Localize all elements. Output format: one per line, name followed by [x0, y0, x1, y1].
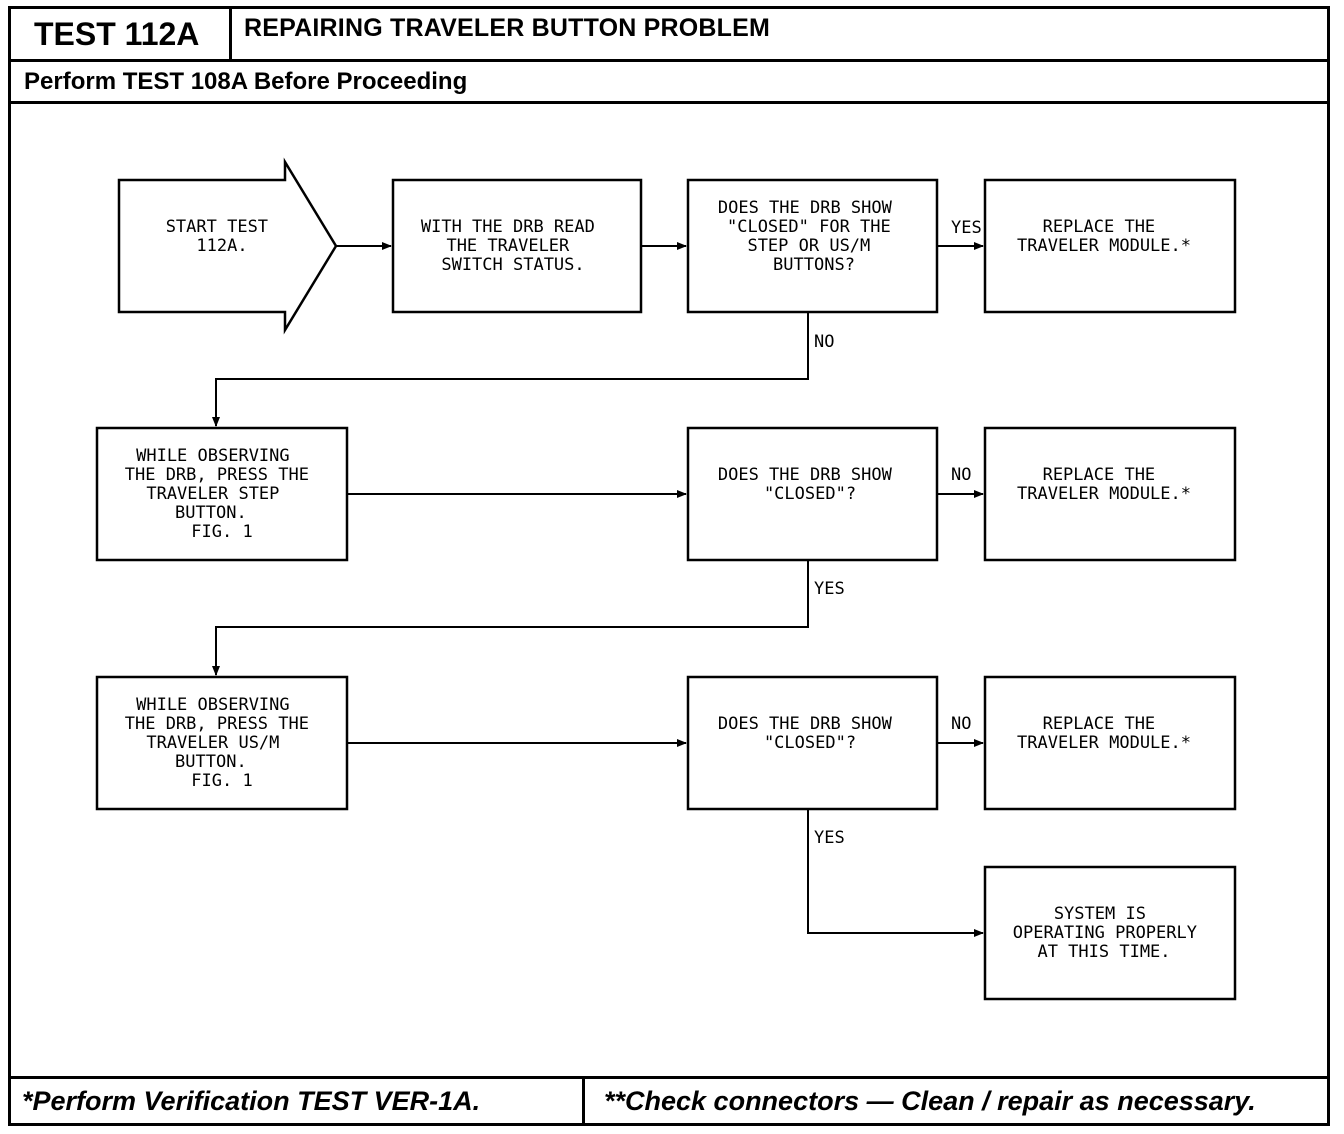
- question-1-text: DOES THE DRB SHOW "CLOSED" FOR THE STEP …: [718, 198, 902, 275]
- start-arrow-shape: [117, 157, 338, 335]
- label-q2-no: NO: [951, 465, 971, 485]
- connector-q2-yes: [212, 560, 809, 676]
- system-ok-text: SYSTEM IS OPERATING PROPERLY AT THIS TIM…: [1013, 904, 1207, 962]
- system-ok-box: [983, 865, 1237, 1001]
- prerequisite-divider: [8, 101, 1330, 104]
- page-frame: [8, 6, 1330, 1126]
- replace-module-text-1: REPLACE THE TRAVELER MODULE.*: [1017, 217, 1191, 256]
- replace-module-box-2: [983, 426, 1237, 562]
- label-q2-yes: YES: [814, 579, 845, 599]
- footer-divider: [8, 1076, 1330, 1079]
- footer-left-note: *Perform Verification TEST VER-1A.: [22, 1086, 481, 1116]
- connector-q1-no: [212, 312, 809, 427]
- header-divider: [8, 59, 1330, 62]
- question-3-text: DOES THE DRB SHOW "CLOSED"?: [718, 714, 902, 753]
- footer-right-note: **Check connectors — Clean / repair as n…: [604, 1086, 1256, 1116]
- replace-module-box-3: [983, 675, 1237, 811]
- label-q1-no: NO: [814, 332, 834, 352]
- label-q3-yes: YES: [814, 828, 845, 848]
- read-status-text: WITH THE DRB READ THE TRAVELER SWITCH ST…: [421, 217, 605, 275]
- label-q3-no: NO: [951, 714, 971, 734]
- page-title: REPAIRING TRAVELER BUTTON PROBLEM: [244, 14, 771, 42]
- footer-column-divider: [582, 1078, 585, 1126]
- question-2-text: DOES THE DRB SHOW "CLOSED"?: [718, 465, 902, 504]
- replace-module-text-3: REPLACE THE TRAVELER MODULE.*: [1017, 714, 1191, 753]
- prerequisite-note: Perform TEST 108A Before Proceeding: [24, 68, 468, 95]
- replace-module-box-1: [983, 178, 1237, 314]
- replace-module-text-2: REPLACE THE TRAVELER MODULE.*: [1017, 465, 1191, 504]
- start-text: START TEST 112A.: [166, 217, 279, 256]
- label-q1-yes: YES: [951, 218, 982, 238]
- press-step-button-text: WHILE OBSERVING THE DRB, PRESS THE TRAVE…: [125, 446, 319, 542]
- connector-q3-yes: [807, 809, 984, 937]
- press-usm-button-text: WHILE OBSERVING THE DRB, PRESS THE TRAVE…: [125, 695, 319, 791]
